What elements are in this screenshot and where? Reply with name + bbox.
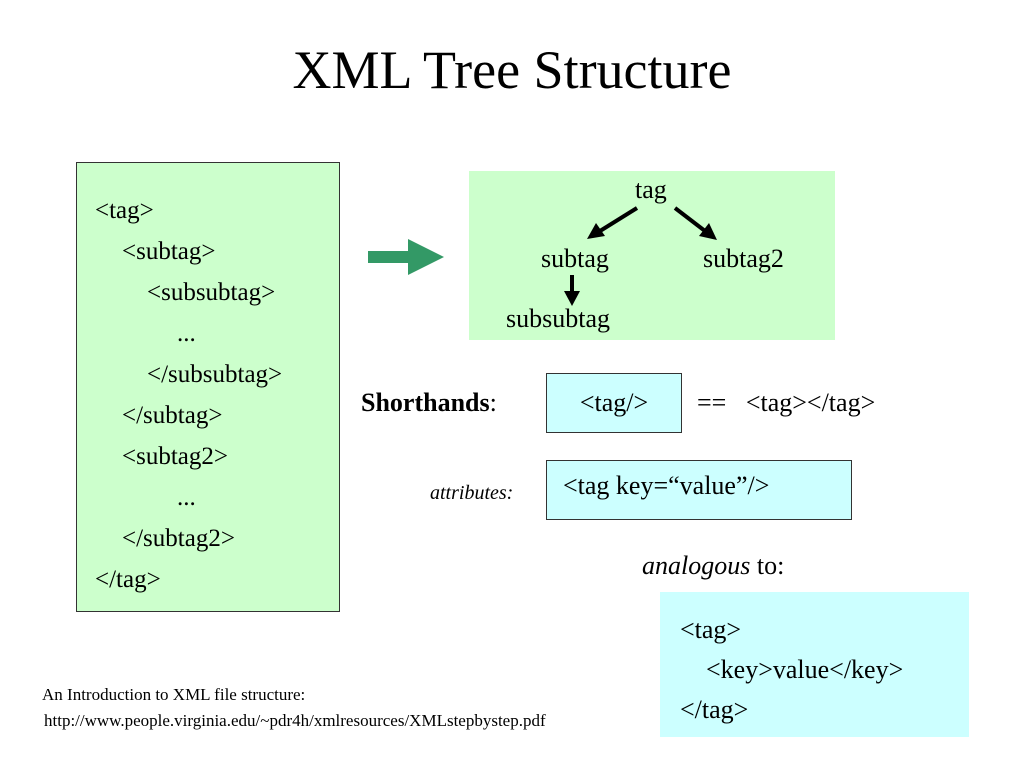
slide-title: XML Tree Structure: [292, 40, 732, 100]
tree-node-child2: subtag2: [703, 244, 784, 273]
tree-node-child1: subtag: [541, 244, 609, 273]
code-line: </subsubtag>: [147, 361, 283, 388]
code-line: </subtag2>: [122, 525, 235, 552]
analog-line: <tag>: [680, 615, 742, 644]
analog-line: <key>value</key>: [706, 655, 904, 684]
shorthands-word: Shorthands: [361, 388, 490, 417]
code-line: <subsubtag>: [147, 279, 276, 306]
shorthand-example-box: <tag/>: [546, 373, 682, 433]
reference-title: An Introduction to XML file structure:: [42, 685, 306, 704]
analogous-word: analogous: [642, 551, 751, 580]
code-line: ...: [177, 320, 196, 347]
equals-sign: ==: [697, 388, 727, 417]
analogous-example-box: <tag> <key>value</key> </tag>: [660, 592, 969, 737]
tree-diagram-box: tag subtag subtag2 subsubtag: [469, 171, 835, 340]
code-line: <subtag>: [122, 238, 216, 265]
tree-node-root: tag: [635, 175, 667, 204]
code-line: <subtag2>: [122, 443, 228, 470]
right-arrow-icon: [368, 239, 444, 275]
shorthands-label: Shorthands:: [361, 387, 497, 419]
shorthands-colon: :: [489, 388, 497, 417]
shorthand-equivalence: == <tag></tag>: [697, 387, 875, 419]
xml-code-box: <tag> <subtag> <subsubtag> ... </subsubt…: [76, 162, 340, 612]
reference-url[interactable]: http://www.people.virginia.edu/~pdr4h/xm…: [44, 711, 546, 730]
code-line: <tag>: [95, 197, 154, 224]
code-line: </tag>: [95, 566, 161, 593]
reference-citation: An Introduction to XML file structure: h…: [42, 682, 546, 734]
long-form-tag: <tag></tag>: [745, 388, 876, 417]
code-line: </subtag>: [122, 402, 223, 429]
attributes-example-box: <tag key=“value”/>: [546, 460, 852, 520]
analogous-caption: analogous to:: [642, 549, 784, 583]
attributes-label: attributes:: [430, 482, 514, 504]
code-line: ...: [177, 484, 196, 511]
analog-line: </tag>: [680, 695, 749, 724]
tree-node-grandchild: subsubtag: [506, 304, 610, 333]
analogous-rest: to:: [750, 551, 785, 580]
